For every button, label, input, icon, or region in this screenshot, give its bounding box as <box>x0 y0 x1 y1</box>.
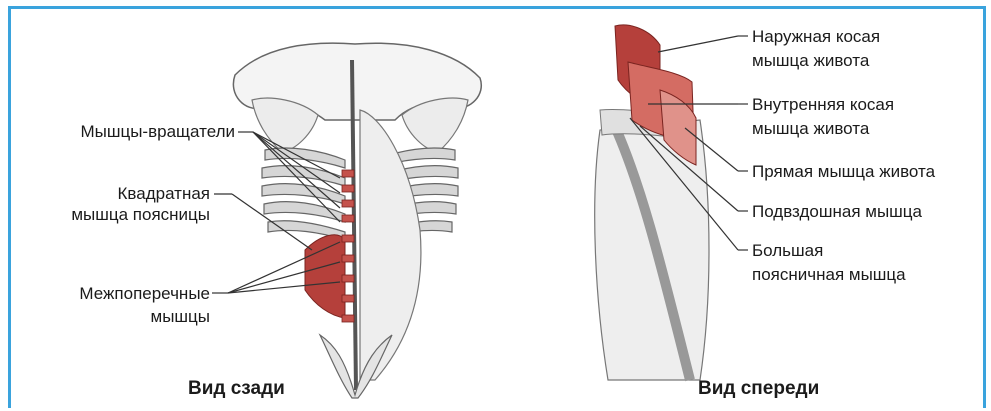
label-psoas-line1: Большая <box>752 240 823 261</box>
label-rotators: Мышцы-вращатели <box>20 121 235 142</box>
caption-front-view: Вид спереди <box>698 378 819 400</box>
label-quadratus-line2: мышца поясницы <box>20 204 210 225</box>
label-iliacus: Подвздошная мышца <box>752 201 922 222</box>
label-internal-oblique-line1: Внутренняя косая <box>752 94 894 115</box>
label-quadratus-line1: Квадратная <box>20 183 210 204</box>
label-external-oblique-line2: мышца живота <box>752 50 869 71</box>
label-psoas-line2: поясничная мышца <box>752 264 906 285</box>
label-intertransverse-line2: мышцы <box>20 306 210 327</box>
label-rectus: Прямая мышца живота <box>752 161 935 182</box>
label-external-oblique-line1: Наружная косая <box>752 26 880 47</box>
label-internal-oblique-line2: мышца живота <box>752 118 869 139</box>
front-view-illustration <box>595 25 709 380</box>
left-ribs <box>262 148 345 240</box>
quadratus-lumborum <box>305 235 345 318</box>
caption-back-view: Вид сзади <box>188 378 285 400</box>
label-intertransverse-line1: Межпоперечные <box>20 283 210 304</box>
